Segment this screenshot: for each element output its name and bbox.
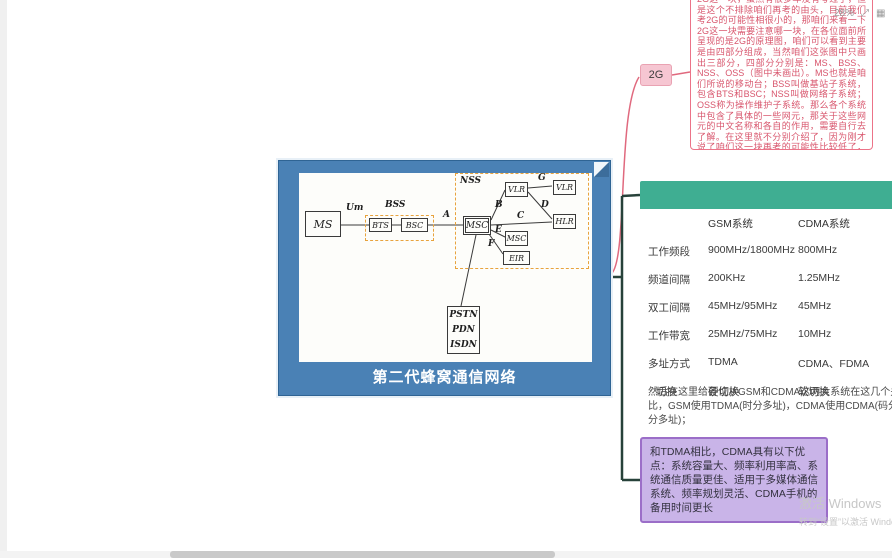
row-gsm-value: 200KHz [708,272,746,284]
canvas-left-edge [0,0,7,558]
row-label: 多址方式 [648,358,690,370]
view-toolbar: 28% ⤢ ▦ ◐ [834,8,892,19]
windows-watermark: 激活 Windows 转到“设置”以激活 Windows。 [799,493,892,528]
row-gsm-value: 硬切换 [708,386,740,398]
bss-group-label: BSS [385,200,406,210]
eir-box: EIR [503,251,530,265]
c-interface-label: C [517,211,525,221]
row-label: 切换 [656,386,677,398]
scrollbar-thumb[interactable] [170,551,555,558]
cdma-advantages-node[interactable]: 和TDMA相比，CDMA具有以下优点：系统容量大、频率利用率高、系统通信质量更佳… [640,437,828,523]
row-cdma-value: 1.25MHz [798,272,841,284]
comparison-table: GSM系统 CDMA系统 工作频段 900MHz/1800MHz 800MHz … [640,209,892,405]
nss-group-label: NSS [460,176,482,186]
row-label: 双工间隔 [648,302,690,314]
central-topic-image[interactable]: BSS NSS MS BTS BSC MSC VLR VLR HLR MSC E… [278,160,611,396]
bss-group-frame [365,215,434,241]
row-cdma-value: 10MHz [798,328,832,340]
e-interface-label: E [495,225,502,235]
row-cdma-value: 45MHz [798,300,832,312]
row-label: 频道间隔 [648,274,690,286]
horizontal-scrollbar[interactable] [0,551,892,558]
row-cdma-value: 软切换 [798,386,830,398]
diagram-lines [341,185,553,307]
watermark-line1: 激活 Windows [799,496,882,511]
image-caption: 第二代蜂窝通信网络 [372,369,517,386]
vlr2-box: VLR [553,180,576,195]
d-interface-label: D [541,200,549,210]
b-interface-label: B [495,200,503,210]
table-col-gsm: GSM系统 [708,218,753,230]
msc2-box: MSC [505,231,528,246]
msc-box: MSC [463,216,491,235]
f-interface-label: F [488,239,495,249]
table-col-cdma: CDMA系统 [798,218,850,230]
row-gsm-value: 900MHz/1800MHz [708,244,795,256]
row-gsm-value: 25MHz/75MHz [708,328,778,340]
row-label: 工作带宽 [648,330,690,342]
row-gsm-value: 45MHz/95MHz [708,300,778,312]
zoom-level[interactable]: 28% [834,8,855,19]
bts-box: BTS [369,218,392,232]
comparison-table-node[interactable]: GSM系统 CDMA系统 工作频段 900MHz/1800MHz 800MHz … [640,181,892,405]
pdn-label: PDN [452,324,475,335]
row-cdma-value: 800MHz [798,244,838,256]
fit-screen-icon[interactable]: ⤢ [861,8,870,19]
minimap-icon[interactable]: ▦ [876,8,886,19]
isdn-label: ISDN [450,339,477,350]
watermark-line2: 转到“设置”以激活 Windows。 [799,517,892,527]
network-diagram: BSS NSS MS BTS BSC MSC VLR VLR HLR MSC E… [299,173,592,362]
note-2g-text: 2G这一块，虽然有很多年没有考过了，但是这个不排除咱们再考的由头，目前我们考2G… [697,0,866,150]
nss-group-frame [455,173,589,269]
vlr-box: VLR [505,182,528,197]
table-corner-cell [640,209,700,237]
ms-box: MS [305,211,341,237]
row-label: 工作频段 [648,246,690,258]
comparison-summary[interactable]: 然后在这里给各位从GSM和CDMA这两大系统在这几个关键方面做了对比，GSM使用… [648,387,892,426]
row-gsm-value: TDMA [708,356,738,368]
pstn-pdn-isdn-box: PSTN PDN ISDN [447,306,480,354]
row-cdma-value: CDMA、FDMA [798,358,870,370]
um-interface-label: Um [346,203,364,213]
a-interface-label: A [443,210,450,220]
hlr-box: HLR [553,214,576,229]
g-interface-label: G [538,173,546,183]
corner-fold-icon [594,162,609,177]
pstn-label: PSTN [449,309,478,320]
note-2g[interactable]: 2G这一块，虽然有很多年没有考过了，但是这个不排除咱们再考的由头，目前我们考2G… [690,0,873,150]
table-title-bar [640,181,892,209]
bsc-box: BSC [401,218,428,232]
topic-2g[interactable]: 2G [640,64,672,86]
